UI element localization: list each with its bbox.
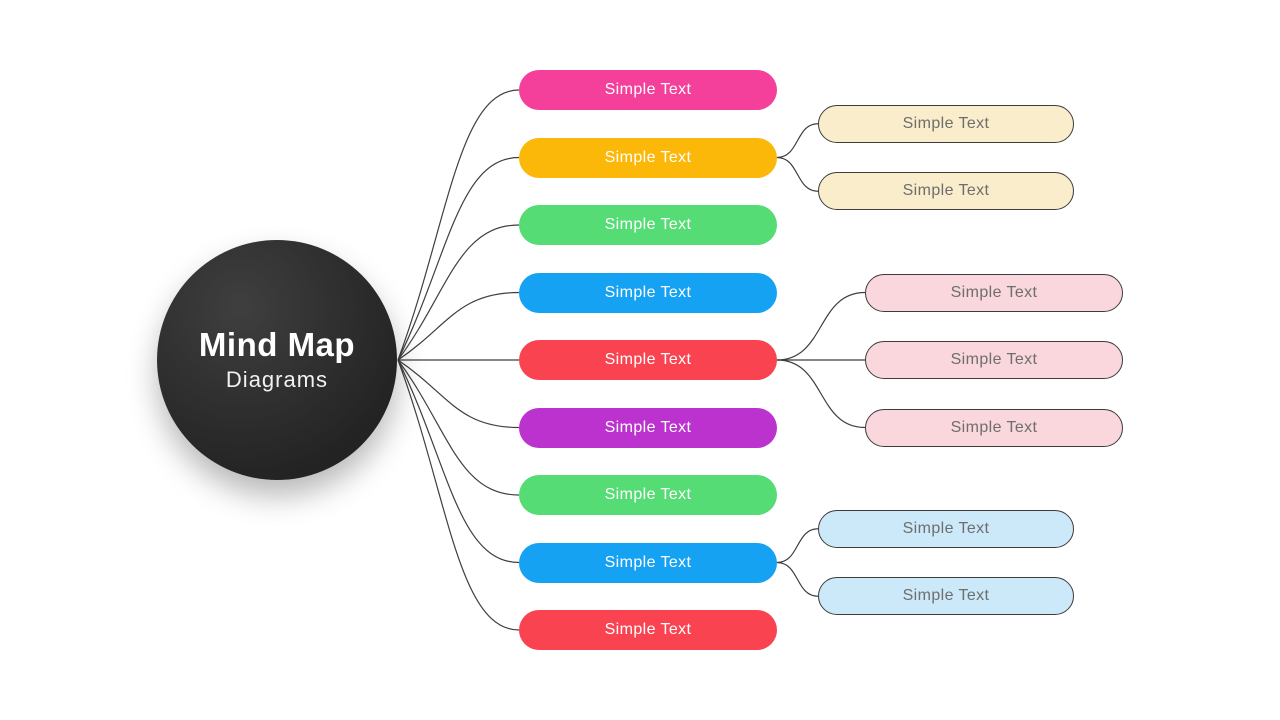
node-label: Simple Text bbox=[902, 182, 990, 200]
node-label: Simple Text bbox=[950, 351, 1038, 368]
node-label: Simple Text bbox=[604, 621, 692, 638]
node-label: Simple Text bbox=[902, 519, 990, 537]
child-node[interactable]: Simple Text bbox=[865, 341, 1123, 379]
node-label: Simple Text bbox=[604, 553, 692, 571]
branch-node[interactable]: Simple Text bbox=[519, 475, 777, 515]
branch-node[interactable]: Simple Text bbox=[519, 70, 777, 110]
branch-node[interactable]: Simple Text bbox=[519, 340, 777, 380]
node-label: Simple Text bbox=[902, 587, 990, 605]
node-label: Simple Text bbox=[604, 486, 692, 503]
node-label: Simple Text bbox=[902, 114, 990, 132]
child-node[interactable]: Simple Text bbox=[818, 577, 1074, 616]
central-topic-title: Mind Map bbox=[198, 325, 356, 363]
child-node[interactable]: Simple Text bbox=[865, 408, 1123, 447]
node-label: Simple Text bbox=[950, 283, 1038, 301]
central-topic-node[interactable]: Mind Map Diagrams bbox=[157, 240, 397, 480]
branch-node[interactable]: Simple Text bbox=[519, 137, 777, 178]
central-topic-subtitle: Diagrams bbox=[225, 367, 329, 393]
branch-node[interactable]: Simple Text bbox=[519, 272, 777, 313]
child-node[interactable]: Simple Text bbox=[818, 509, 1074, 548]
node-label: Simple Text bbox=[604, 351, 692, 368]
child-node[interactable]: Simple Text bbox=[818, 172, 1074, 211]
branch-node[interactable]: Simple Text bbox=[519, 407, 777, 448]
node-label: Simple Text bbox=[604, 283, 692, 301]
node-label: Simple Text bbox=[950, 418, 1038, 436]
child-node[interactable]: Simple Text bbox=[818, 104, 1074, 143]
branch-node[interactable]: Simple Text bbox=[519, 205, 777, 245]
node-label: Simple Text bbox=[604, 148, 692, 166]
node-label: Simple Text bbox=[604, 81, 692, 98]
branch-node[interactable]: Simple Text bbox=[519, 610, 777, 650]
child-node[interactable]: Simple Text bbox=[865, 273, 1123, 312]
node-label: Simple Text bbox=[604, 418, 692, 436]
node-label: Simple Text bbox=[604, 216, 692, 233]
branch-node[interactable]: Simple Text bbox=[519, 542, 777, 583]
